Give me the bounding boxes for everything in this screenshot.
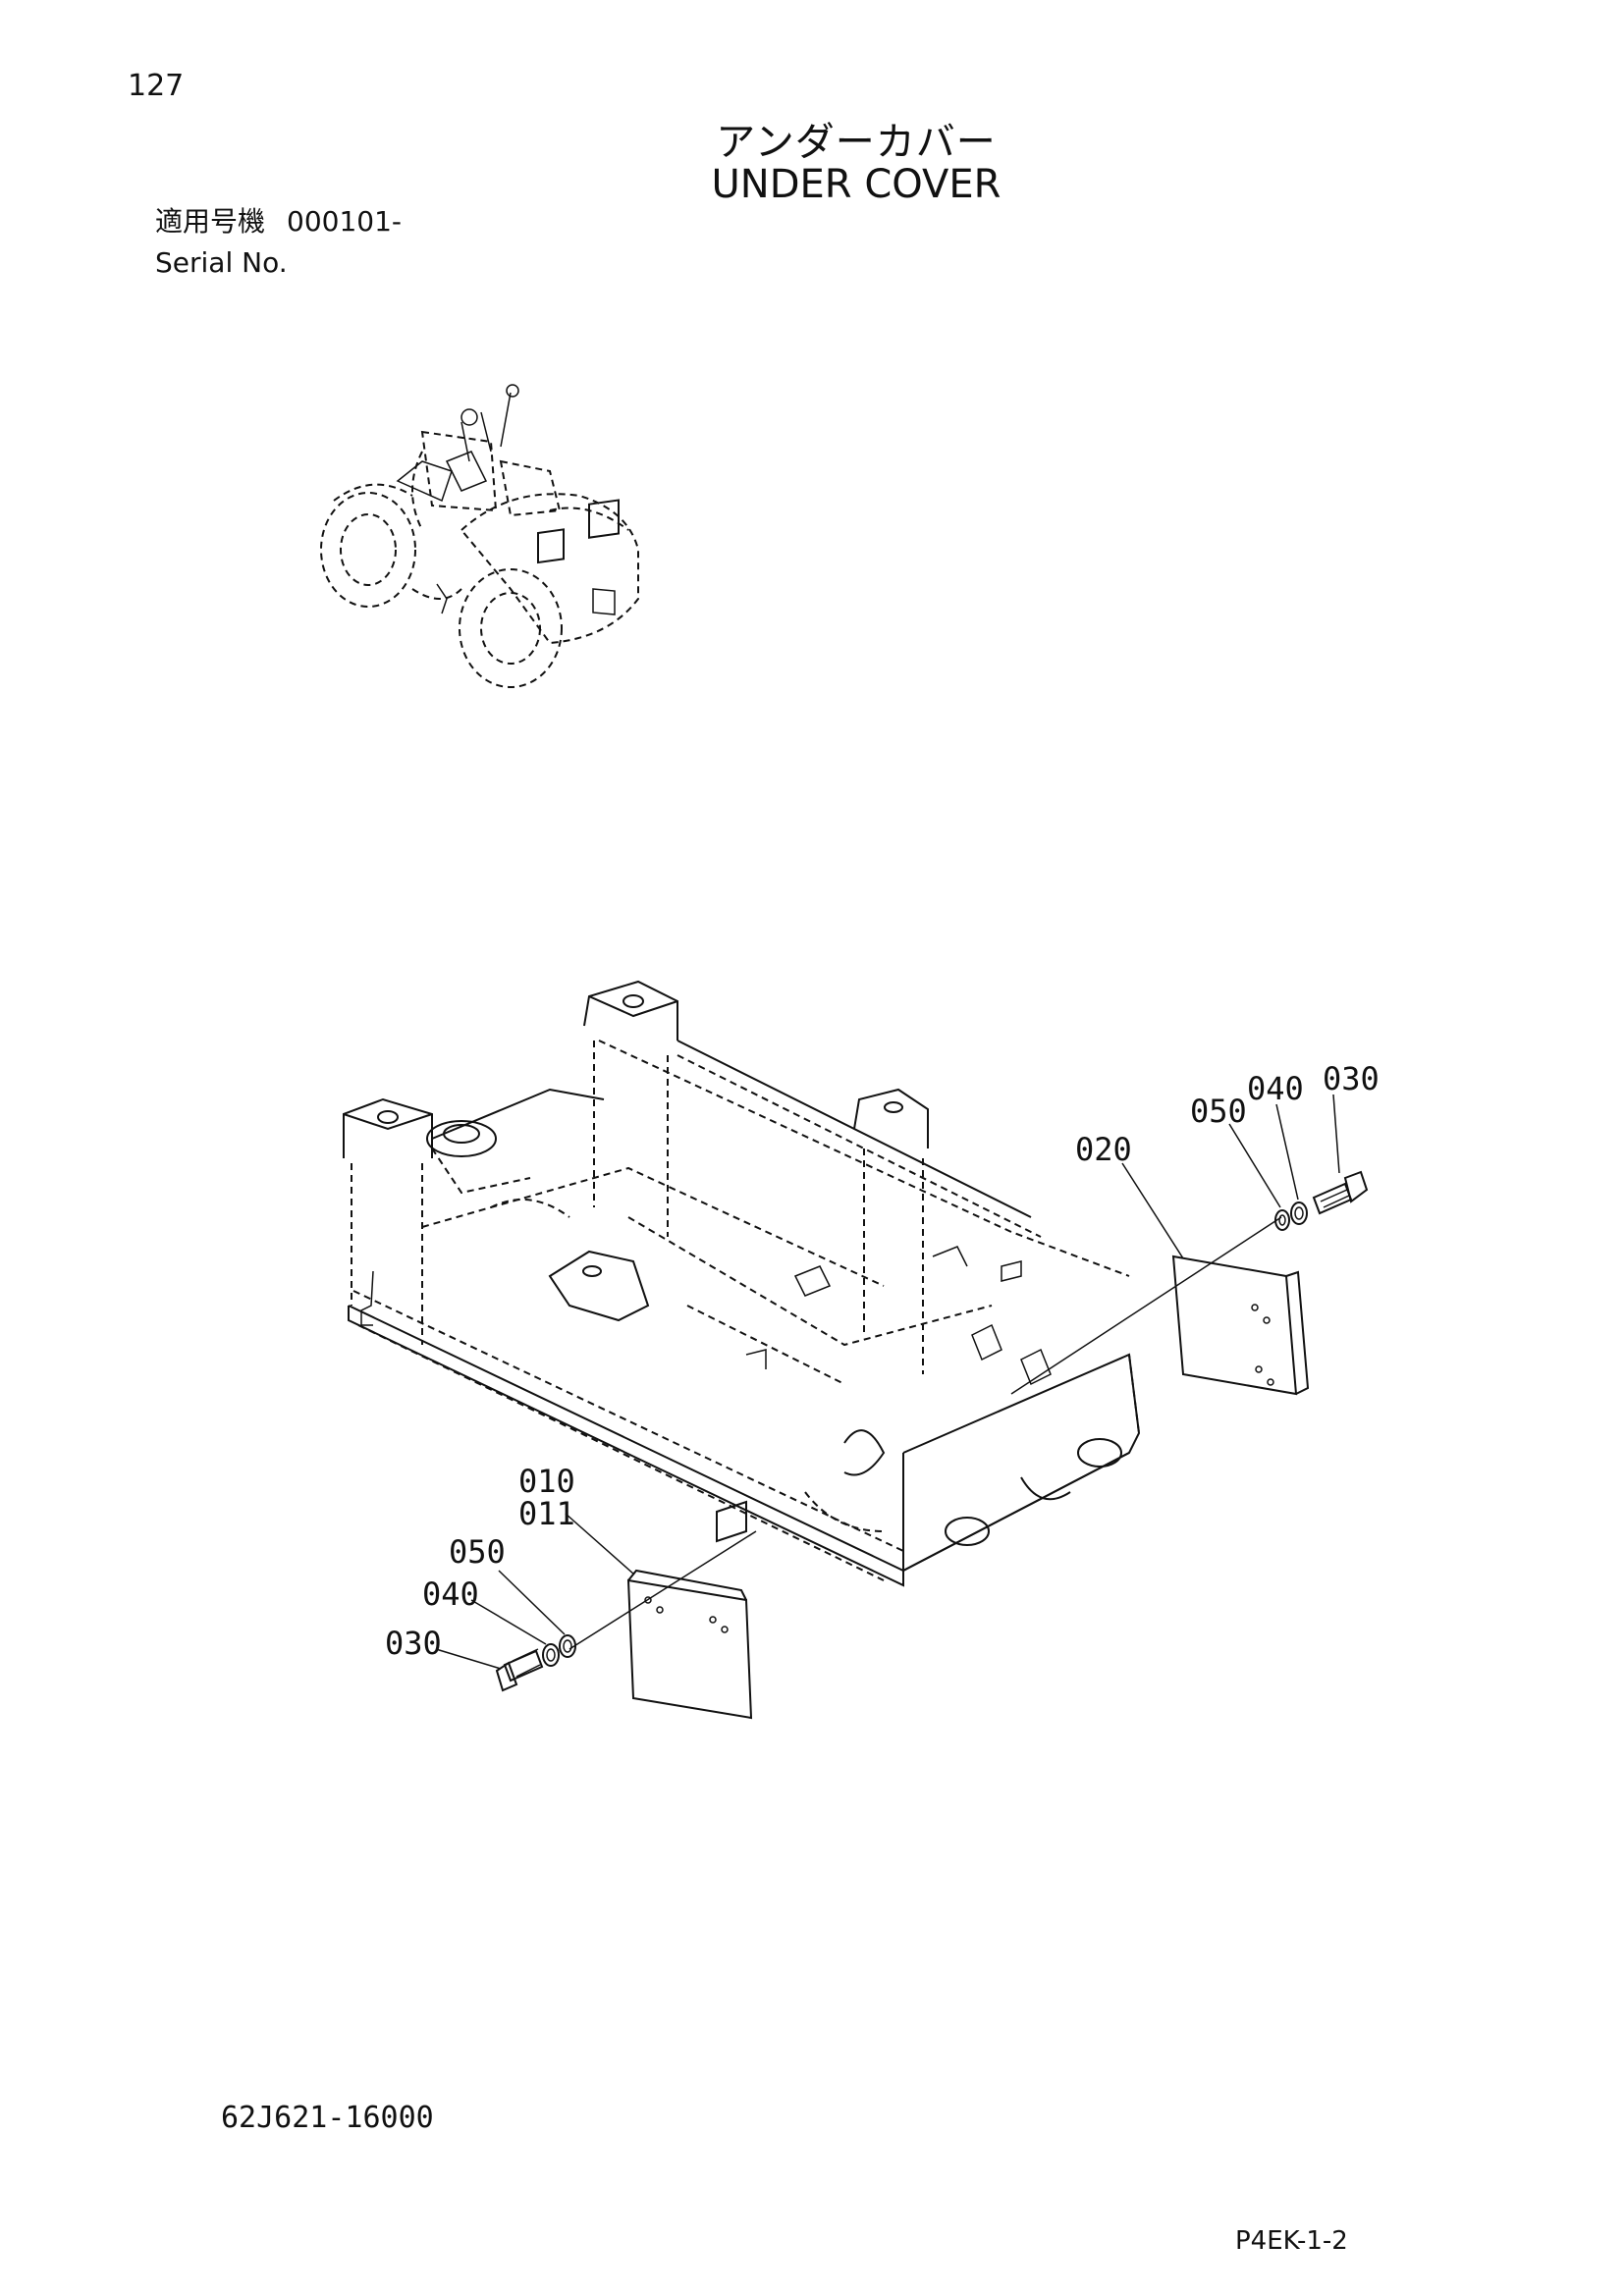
serial-value: 000101- [287,205,403,238]
serial-info: 適用号機 000101- Serial No. [155,201,402,284]
under-cover-020-drawing [1010,1170,1369,1396]
callout-030-left: 030 [385,1625,442,1662]
serial-label-en: Serial No. [155,246,288,279]
frame-assembly-drawing [343,980,1141,1587]
drawing-number: 62J621-16000 [221,2101,434,2135]
under-cover-010-drawing [495,1530,757,1720]
callout-020: 020 [1075,1131,1132,1168]
callout-050-left: 050 [449,1533,506,1571]
page-title-jp: アンダーカバー [716,120,997,165]
serial-row: 適用号機 000101- [155,201,402,242]
serial-label-jp: 適用号機 [155,205,266,238]
callout-040-right: 040 [1247,1070,1304,1107]
leader-lines [435,1094,1340,1670]
page-title-en: UNDER COVER [711,162,1001,207]
callout-011: 011 [518,1495,575,1532]
page-number: 127 [128,69,185,103]
machine-locator-drawing [320,384,639,688]
callout-040-left: 040 [422,1575,479,1613]
page-code: P4EK-1-2 [1235,2226,1348,2256]
callout-050-right: 050 [1190,1093,1247,1130]
callout-030-right: 030 [1323,1060,1380,1097]
callout-010: 010 [518,1463,575,1500]
